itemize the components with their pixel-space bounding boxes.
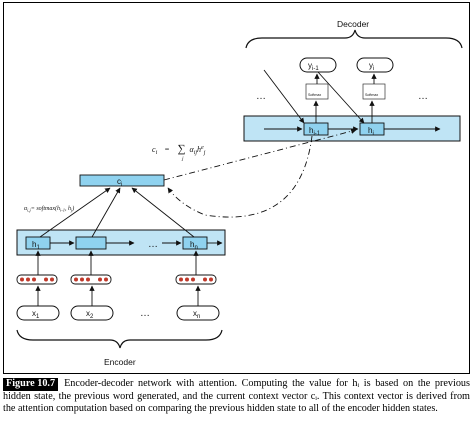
svg-text:yi-1: yi-1 [308, 61, 319, 72]
decoder-ellipsis-right: … [418, 91, 428, 102]
softmax-box-current: Softmax [362, 83, 386, 100]
svg-text:hi: hi [368, 126, 374, 137]
encoder-hidden-2 [75, 236, 107, 250]
figure-label: Figure 10.7 [3, 378, 59, 391]
decoder-title: Decoder [337, 19, 369, 29]
decoder-hidden-current: hi [359, 122, 385, 137]
encoder-title: Encoder [104, 357, 136, 367]
svg-text:ci: ci [117, 177, 122, 188]
svg-text:xn: xn [193, 309, 200, 320]
svg-text:x1: x1 [32, 309, 40, 320]
svg-text:hn: hn [190, 240, 198, 251]
encoder-input-2: x2 [70, 305, 114, 321]
encoder-hidden-1: h1 [25, 236, 51, 251]
softmax-box-prev: Softmax [305, 83, 329, 100]
svg-text:yi: yi [369, 61, 374, 72]
encoder-hidden-n: hn [182, 236, 208, 251]
decoder-brace [245, 29, 463, 49]
figure-frame [3, 2, 470, 374]
svg-text:Softmax: Softmax [308, 93, 321, 97]
svg-text:hi-1: hi-1 [309, 126, 321, 137]
encoder-embedding-1 [16, 274, 58, 285]
context-equation: ci = ∑ αijhej [152, 143, 206, 156]
caption-text: Encoder-decoder network with attention. … [3, 378, 470, 414]
decoder-hidden-prev: hi-1 [303, 122, 329, 137]
decoder-output-current: yi [356, 57, 394, 73]
svg-text:j: j [181, 156, 184, 162]
encoder-embedding-n [175, 274, 217, 285]
encoder-input-1: x1 [16, 305, 60, 321]
decoder-output-prev: yi-1 [299, 57, 337, 73]
svg-text:x2: x2 [86, 309, 94, 320]
svg-text:Softmax: Softmax [365, 93, 378, 97]
decoder-ellipsis-left: … [256, 91, 266, 102]
encoder-ellipsis: … [148, 239, 158, 250]
decoder-hidden-layer [243, 115, 461, 142]
encoder-brace [16, 329, 223, 349]
input-ellipsis: … [140, 308, 150, 319]
context-vector: ci [79, 174, 165, 188]
alpha-equation: αi,j= softmax(hi-1, hj) [24, 205, 74, 214]
svg-text:h1: h1 [32, 240, 40, 251]
encoder-input-n: xn [176, 305, 220, 321]
decoder-prev-to-context-line [167, 135, 313, 218]
context-to-decoder-line [163, 128, 357, 181]
attention-diagram: Decoder yi-1 yi Softmax Softmax … … hi-1… [16, 19, 463, 367]
encoder-embedding-2 [70, 274, 112, 285]
